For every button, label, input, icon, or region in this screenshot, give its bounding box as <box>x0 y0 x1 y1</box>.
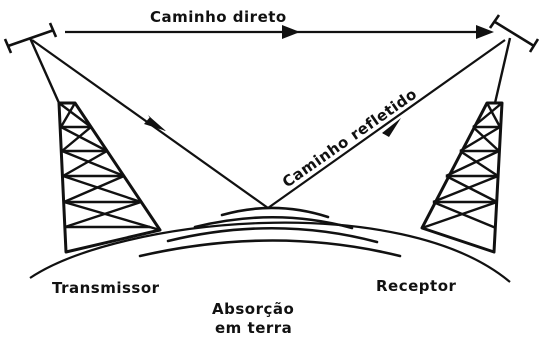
transmitter-mast <box>28 37 61 104</box>
receiver-mast <box>493 37 512 104</box>
transmitter-antenna-cap-left <box>3 38 13 54</box>
reflected-path-line <box>267 39 506 209</box>
transmitter-tower-body <box>57 101 162 254</box>
reflected-path-arrow <box>382 118 401 137</box>
earth-surface <box>29 221 511 283</box>
absorption-label-line1: Absorção <box>212 300 294 318</box>
receiver-antenna-cap-left <box>488 14 501 29</box>
absorption-label-line2: em terra <box>215 319 292 337</box>
transmitter-tower <box>3 22 162 254</box>
direct-path-arrow-end <box>476 25 494 39</box>
transmitter-label: Transmissor <box>52 279 160 297</box>
receiver-antenna-cap-right <box>528 38 539 53</box>
absorption-arc-1 <box>220 206 330 219</box>
absorption-arc-4 <box>138 239 402 258</box>
receiver-tower-bracing <box>421 102 503 230</box>
receiver-tower-body <box>420 101 504 254</box>
transmitter-tower-bracing <box>58 102 161 232</box>
absorption-arc-3 <box>166 226 379 244</box>
reflected-path-label: Caminho refletido <box>279 85 420 192</box>
absorption-arc-2 <box>193 215 354 230</box>
ground-absorption-arcs <box>138 206 402 258</box>
receiver-label: Receptor <box>376 277 457 295</box>
transmitter-antenna-bar <box>7 28 55 48</box>
receiver-antenna-bar <box>494 20 535 48</box>
transmitter-antenna-cap-right <box>48 22 58 38</box>
direct-path-arrow-mid <box>282 25 300 39</box>
direct-path-label: Caminho direto <box>150 8 287 26</box>
incident-path-arrow <box>144 115 166 131</box>
receiver-tower <box>420 14 539 254</box>
